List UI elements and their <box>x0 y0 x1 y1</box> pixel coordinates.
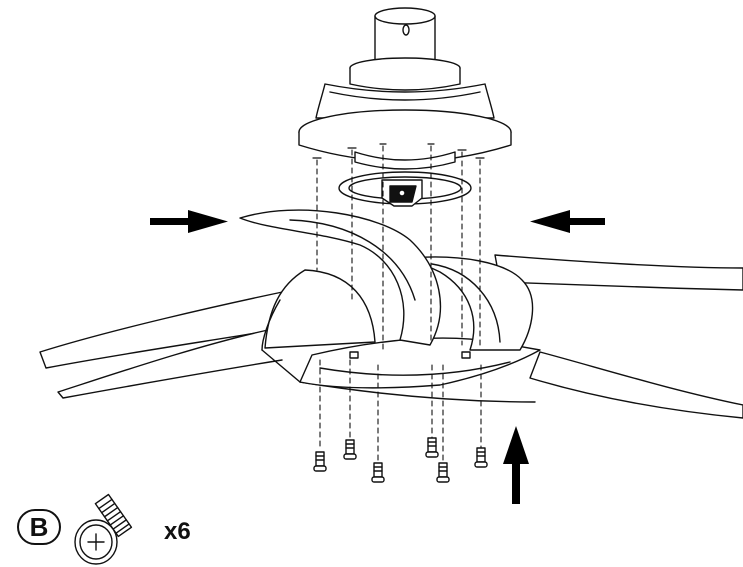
screw <box>371 462 385 483</box>
arrow-up-icon <box>503 426 529 504</box>
screw <box>343 439 357 460</box>
screw <box>313 451 327 472</box>
mounting-hole <box>402 24 410 36</box>
screw <box>436 462 450 483</box>
phillips-screw-icon <box>74 493 133 565</box>
blade-tip-left <box>39 289 299 399</box>
screws-b <box>313 437 488 483</box>
blade-top <box>239 209 442 346</box>
screw-holes-top <box>312 143 485 159</box>
blade-root-left <box>261 269 376 383</box>
arrow-left-icon <box>530 210 605 233</box>
blade-tip-right <box>494 254 743 291</box>
screw <box>474 447 488 468</box>
alignment-guides <box>316 145 482 463</box>
part-letter-badge: B <box>17 509 61 545</box>
arrow-right-icon <box>150 210 228 233</box>
screw <box>425 437 439 458</box>
motor-housing <box>298 7 512 207</box>
quantity-label: x6 <box>164 518 191 545</box>
